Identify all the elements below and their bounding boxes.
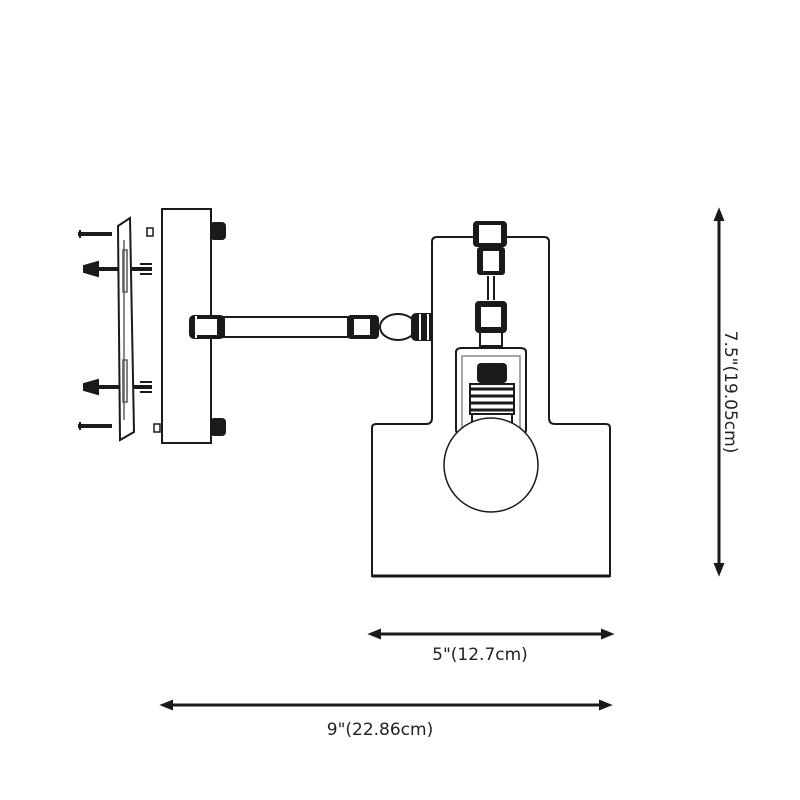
mounting-screws <box>78 230 152 430</box>
anchor-bottom <box>83 378 152 396</box>
dimension-total-width-arrow <box>159 699 613 711</box>
arm <box>189 313 451 341</box>
total-width-label: 9"(22.86cm) <box>326 720 434 740</box>
height-label: 7.5"(19.05cm) <box>720 330 740 454</box>
shade-width-label: 5"(12.7cm) <box>432 645 528 665</box>
screw-bottom <box>78 422 112 430</box>
dimension-height-arrow <box>713 207 725 577</box>
dimension-shade-width-arrow <box>367 628 615 640</box>
light-bulb <box>443 417 539 513</box>
screw-top <box>78 230 112 238</box>
mounting-bracket <box>116 216 161 442</box>
